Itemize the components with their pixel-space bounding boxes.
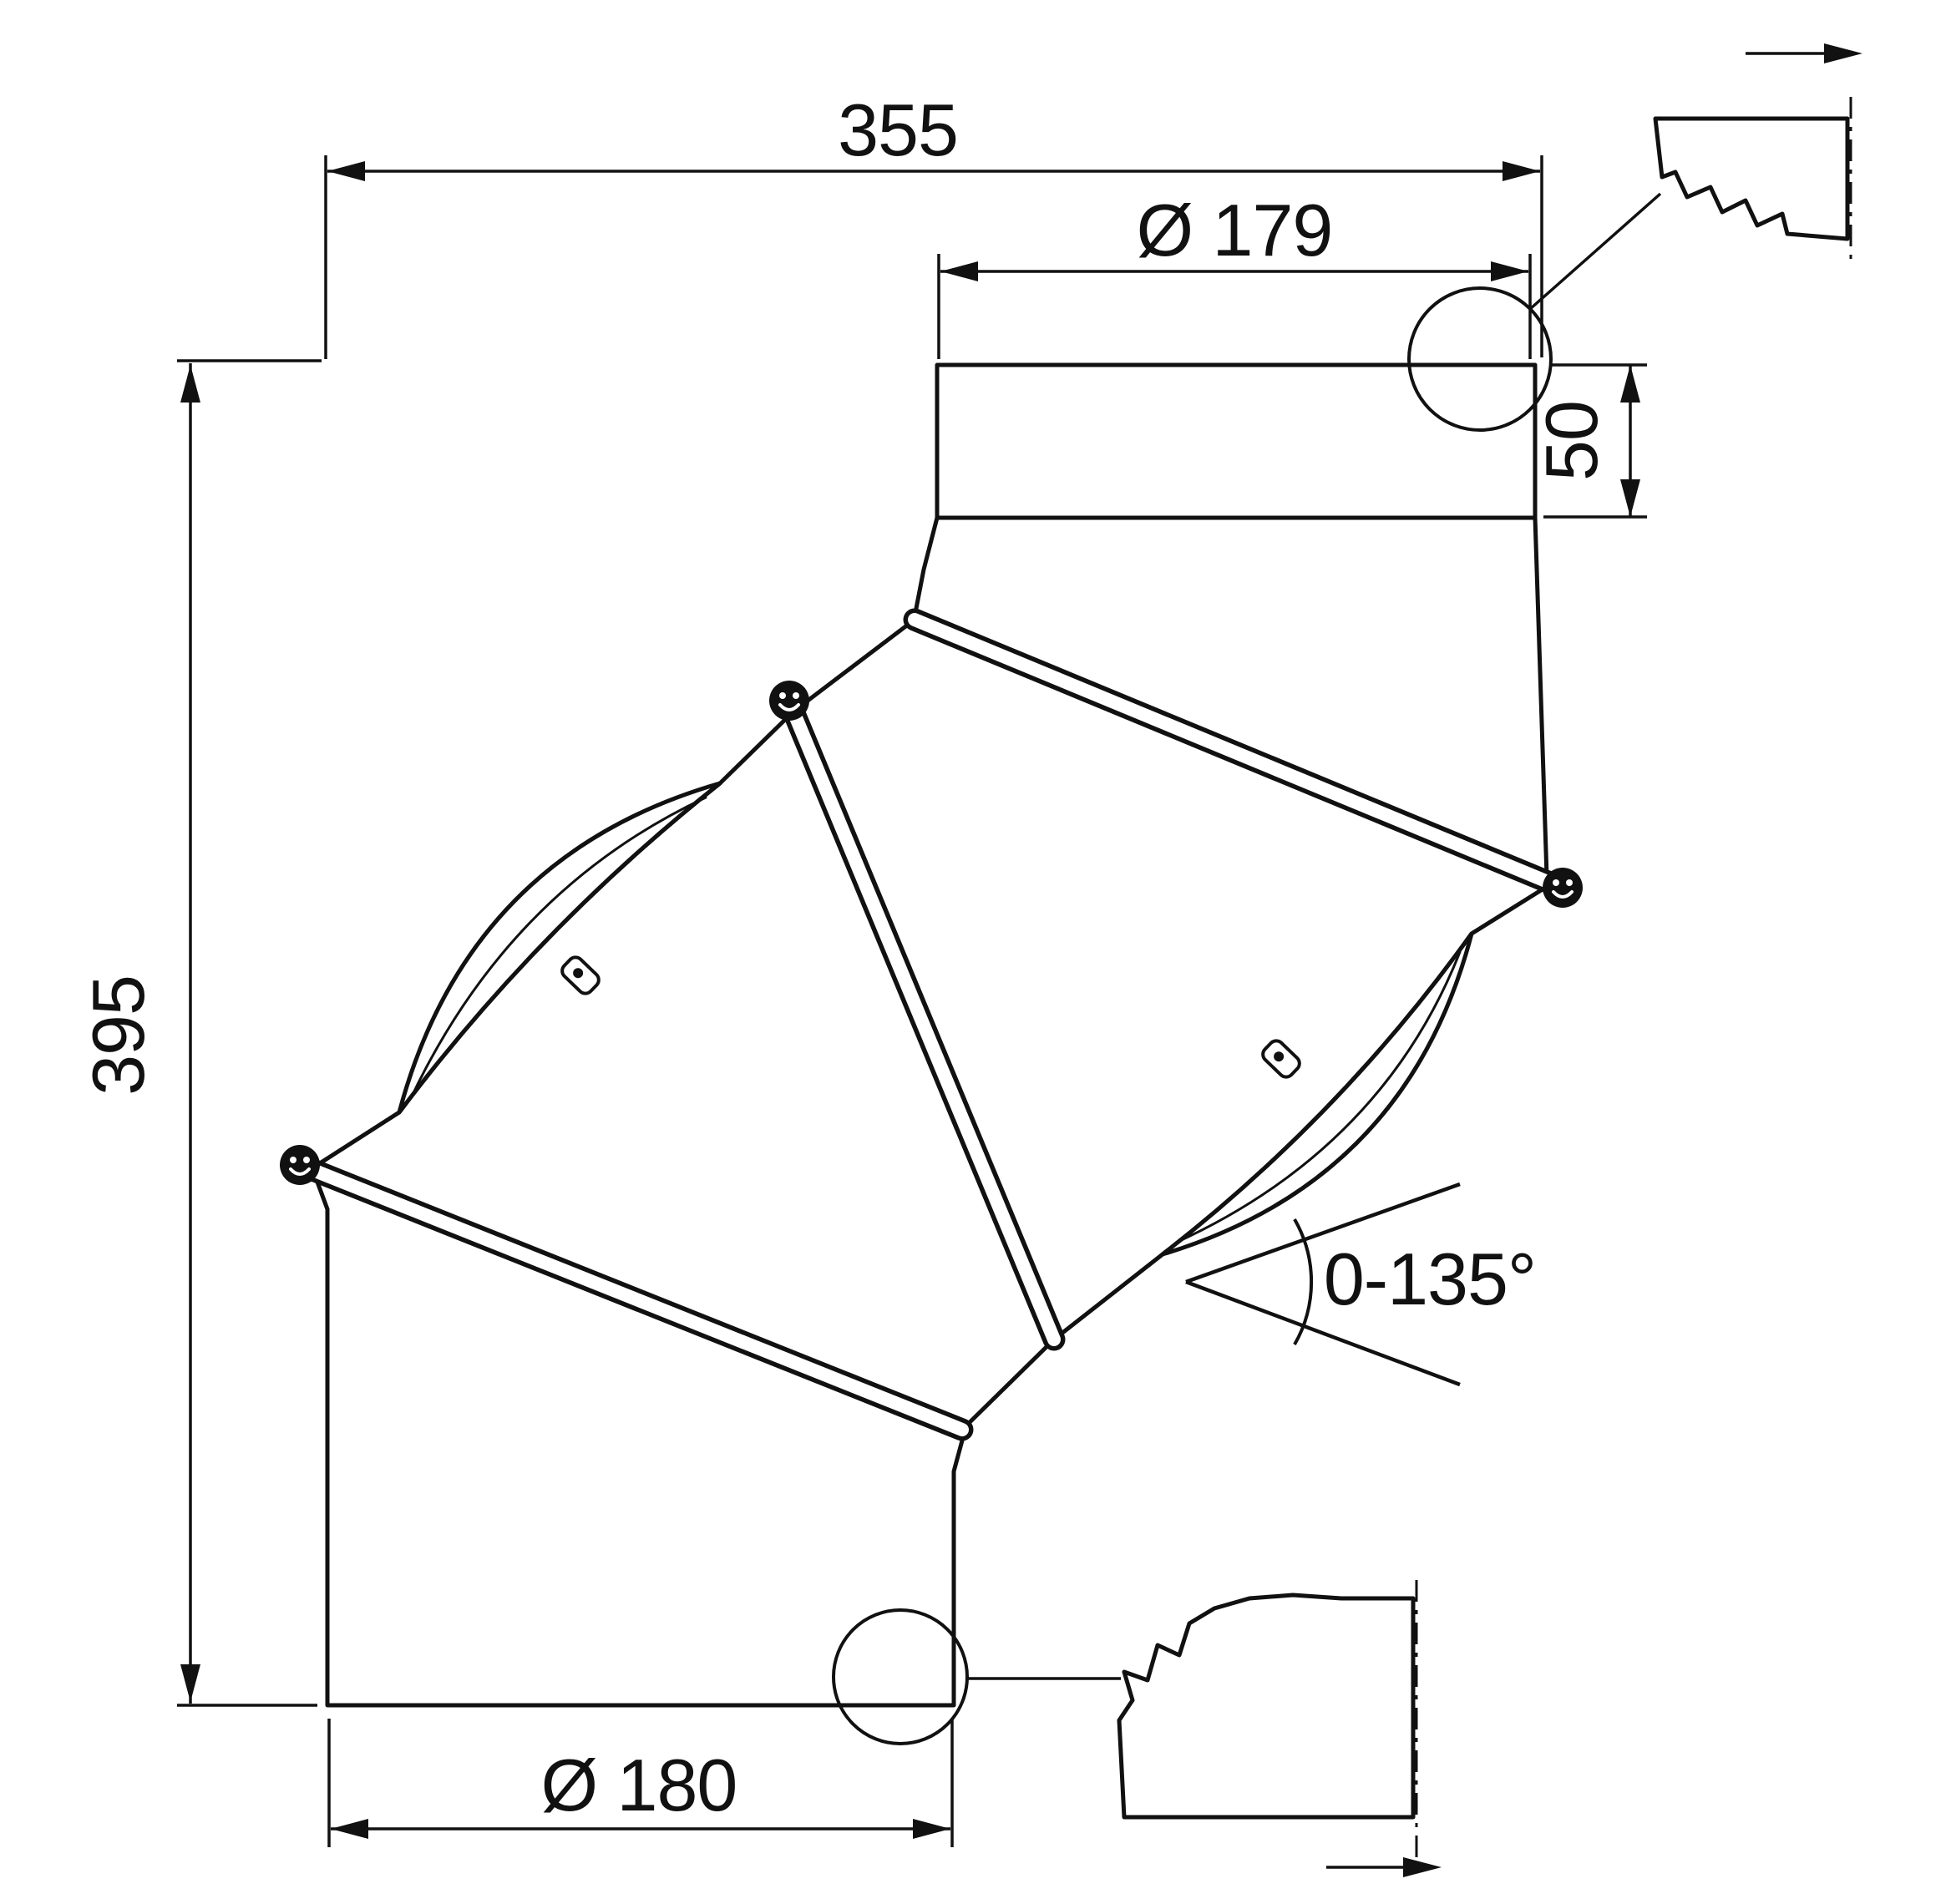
detail-callout-top (1407, 43, 1862, 432)
dim-collar-length-value: 50 (1530, 401, 1613, 481)
detail-callout-bottom (832, 1580, 1442, 1877)
dim-inlet-diameter-value: Ø 180 (541, 1744, 737, 1826)
dim-overall-width-value: 355 (838, 89, 958, 171)
angle-range-value: 0-135° (1324, 1238, 1536, 1320)
elbow-body (308, 362, 1554, 1708)
detail-view-top-right (1653, 43, 1862, 261)
dimension-collar-length: 50 (1530, 363, 1647, 519)
segment-lip-left (397, 781, 722, 1115)
dimension-overall-height: 395 (77, 359, 322, 1707)
dimension-inlet-diameter: Ø 180 (327, 1719, 954, 1847)
dim-outlet-diameter-value: Ø 179 (1137, 189, 1333, 271)
seam-joint-middle (782, 700, 1066, 1351)
detail-circle-top (1407, 286, 1553, 432)
leader-line-top (1528, 192, 1662, 311)
seam-joint-top (903, 608, 1563, 895)
dimension-outlet-diameter: Ø 179 (937, 189, 1532, 359)
angle-indicator: 0-135° (1185, 1182, 1537, 1387)
direction-arrow-top (1746, 43, 1862, 63)
rivet-smiley-icon (278, 1143, 322, 1187)
dimension-overall-width: 355 (324, 89, 1543, 359)
seam-joint-bottom (299, 1157, 974, 1441)
seam-joints (278, 608, 1584, 1441)
lock-tab-right (1261, 1039, 1301, 1079)
dim-overall-height-value: 395 (77, 975, 160, 1096)
rivet-smiley-icon (768, 679, 811, 722)
rivet-smiley-icon (1541, 866, 1584, 909)
segment-lip-right (1160, 931, 1474, 1257)
lock-tab-left (560, 955, 601, 995)
detail-view-bottom-right (1117, 1580, 1442, 1877)
detail-circle-bottom (832, 1608, 969, 1745)
direction-arrow-bottom (1326, 1857, 1442, 1877)
